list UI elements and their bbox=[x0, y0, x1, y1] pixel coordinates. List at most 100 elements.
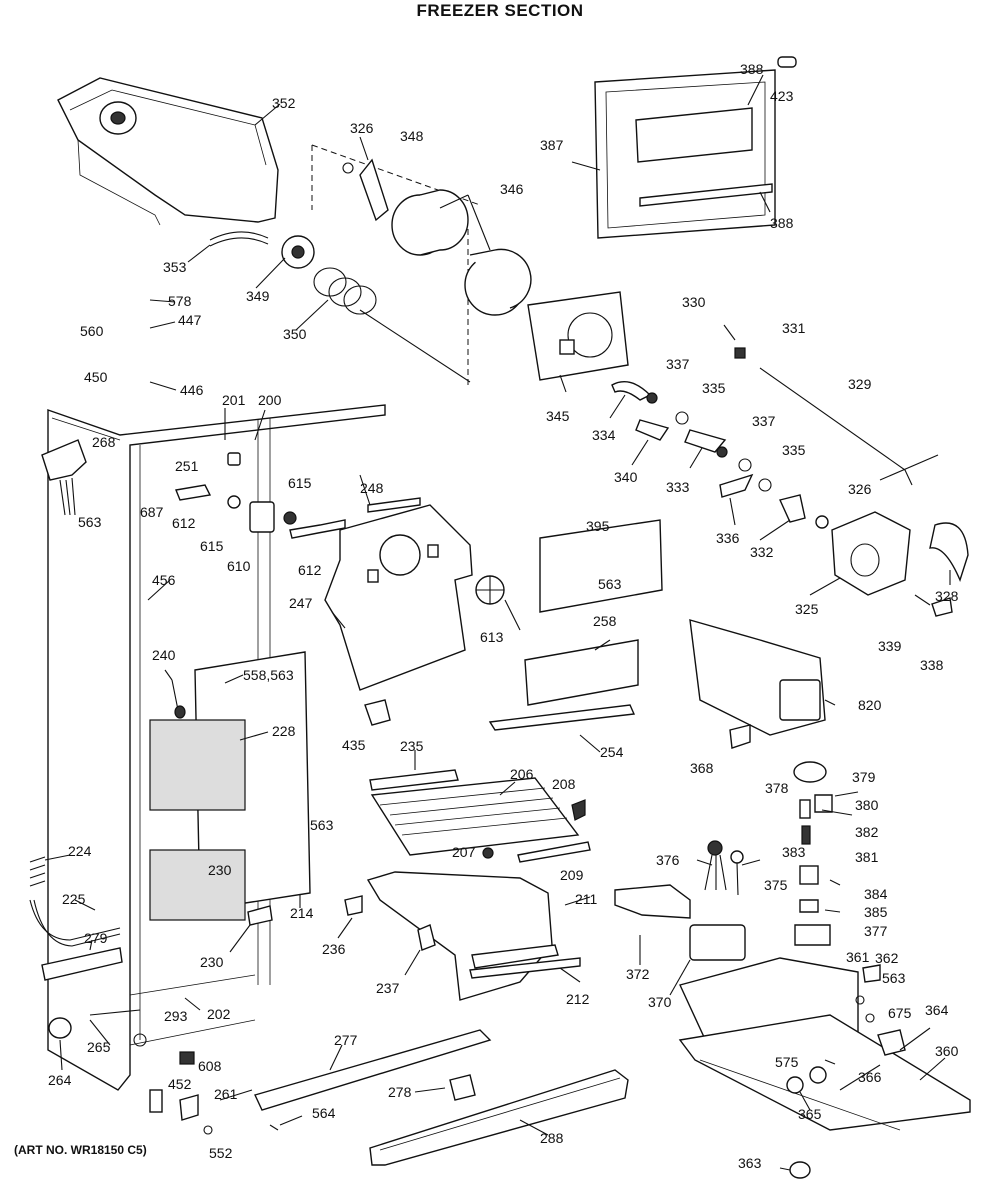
art-number: (ART NO. WR18150 C5) bbox=[14, 1143, 147, 1157]
part-label: 328 bbox=[935, 588, 959, 604]
part-label: 563 bbox=[78, 514, 102, 530]
part-label: 261 bbox=[214, 1086, 238, 1102]
part-label: 201 bbox=[222, 392, 246, 408]
part-label: 268 bbox=[92, 434, 116, 450]
part-label: 240 bbox=[152, 647, 176, 663]
part-label: 330 bbox=[682, 294, 706, 310]
part-label: 384 bbox=[864, 886, 888, 902]
part-label: 608 bbox=[198, 1058, 222, 1074]
part-label: 228 bbox=[272, 723, 296, 739]
part-label: 332 bbox=[750, 544, 774, 560]
part-label: 450 bbox=[84, 369, 108, 385]
part-label: 236 bbox=[322, 941, 346, 957]
part-label: 200 bbox=[258, 392, 282, 408]
part-label: 423 bbox=[770, 88, 794, 104]
part-label: 675 bbox=[888, 1005, 912, 1021]
part-label: 377 bbox=[864, 923, 888, 939]
part-label: 335 bbox=[782, 442, 806, 458]
part-label: 206 bbox=[510, 766, 534, 782]
part-label: 345 bbox=[546, 408, 570, 424]
part-label: 349 bbox=[246, 288, 270, 304]
part-label: 265 bbox=[87, 1039, 111, 1055]
part-label: 326 bbox=[350, 120, 374, 136]
part-label: 364 bbox=[925, 1002, 949, 1018]
part-label: 251 bbox=[175, 458, 199, 474]
part-label: 388 bbox=[740, 61, 764, 77]
part-label: 382 bbox=[855, 824, 879, 840]
part-label: 348 bbox=[400, 128, 424, 144]
part-label: 247 bbox=[289, 595, 313, 611]
part-label: 380 bbox=[855, 797, 879, 813]
part-label: 612 bbox=[298, 562, 322, 578]
part-label: 370 bbox=[648, 994, 672, 1010]
part-label: 610 bbox=[227, 558, 251, 574]
part-label: 258 bbox=[593, 613, 617, 629]
part-label: 337 bbox=[666, 356, 690, 372]
part-label: 288 bbox=[540, 1130, 564, 1146]
part-label: 333 bbox=[666, 479, 690, 495]
part-label: 388 bbox=[770, 215, 794, 231]
part-label: 254 bbox=[600, 744, 624, 760]
part-label: 335 bbox=[702, 380, 726, 396]
part-label: 340 bbox=[614, 469, 638, 485]
part-label: 564 bbox=[312, 1105, 336, 1121]
part-label: 615 bbox=[200, 538, 224, 554]
part-label: 563 bbox=[598, 576, 622, 592]
part-label: 293 bbox=[164, 1008, 188, 1024]
part-label: 331 bbox=[782, 320, 806, 336]
part-label: 338 bbox=[920, 657, 944, 673]
part-label: 558,563 bbox=[243, 667, 294, 683]
part-label: 375 bbox=[764, 877, 788, 893]
part-label: 379 bbox=[852, 769, 876, 785]
part-label: 352 bbox=[272, 95, 296, 111]
part-label: 207 bbox=[452, 844, 476, 860]
part-label: 277 bbox=[334, 1032, 358, 1048]
part-label: 385 bbox=[864, 904, 888, 920]
part-label: 329 bbox=[848, 376, 872, 392]
part-label: 208 bbox=[552, 776, 576, 792]
part-label: 326 bbox=[848, 481, 872, 497]
part-label: 363 bbox=[738, 1155, 762, 1171]
part-label: 237 bbox=[376, 980, 400, 996]
part-label: 613 bbox=[480, 629, 504, 645]
part-label: 820 bbox=[858, 697, 882, 713]
part-label: 279 bbox=[84, 930, 108, 946]
part-label: 447 bbox=[178, 312, 202, 328]
part-label: 224 bbox=[68, 843, 92, 859]
part-label: 212 bbox=[566, 991, 590, 1007]
part-label: 563 bbox=[882, 970, 906, 986]
part-label: 337 bbox=[752, 413, 776, 429]
part-label: 339 bbox=[878, 638, 902, 654]
part-label: 346 bbox=[500, 181, 524, 197]
part-label: 361 bbox=[846, 949, 870, 965]
part-label: 202 bbox=[207, 1006, 231, 1022]
part-label: 366 bbox=[858, 1069, 882, 1085]
part-label: 378 bbox=[765, 780, 789, 796]
part-label: 615 bbox=[288, 475, 312, 491]
part-label: 612 bbox=[172, 515, 196, 531]
part-label: 325 bbox=[795, 601, 819, 617]
part-label: 350 bbox=[283, 326, 307, 342]
part-label: 395 bbox=[586, 518, 610, 534]
part-label: 383 bbox=[782, 844, 806, 860]
part-label: 578 bbox=[168, 293, 192, 309]
part-label: 353 bbox=[163, 259, 187, 275]
part-label: 248 bbox=[360, 480, 384, 496]
part-label: 225 bbox=[62, 891, 86, 907]
part-label: 687 bbox=[140, 504, 164, 520]
part-label: 368 bbox=[690, 760, 714, 776]
part-label: 230 bbox=[200, 954, 224, 970]
part-label: 552 bbox=[209, 1145, 233, 1161]
part-label: 372 bbox=[626, 966, 650, 982]
part-label: 376 bbox=[656, 852, 680, 868]
page-title: FREEZER SECTION bbox=[416, 1, 584, 20]
part-labels: 352 326 348 346 387 388 423 388 353 349 … bbox=[48, 61, 959, 1171]
part-label: 563 bbox=[310, 817, 334, 833]
part-label: 381 bbox=[855, 849, 879, 865]
part-label: 264 bbox=[48, 1072, 72, 1088]
part-label: 387 bbox=[540, 137, 564, 153]
part-label: 334 bbox=[592, 427, 616, 443]
part-label: 575 bbox=[775, 1054, 799, 1070]
part-label: 446 bbox=[180, 382, 204, 398]
